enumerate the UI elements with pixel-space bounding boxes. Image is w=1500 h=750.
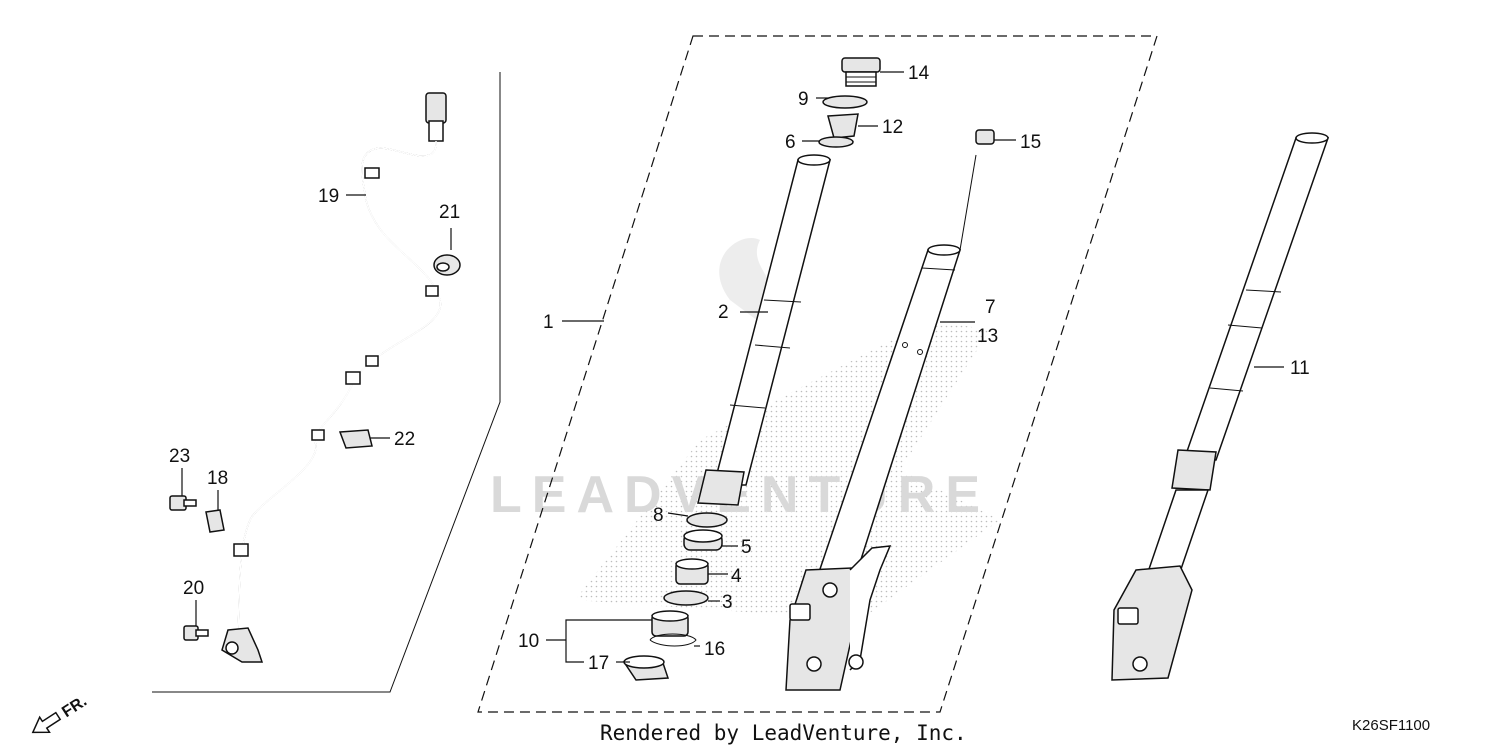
seal-set-bushing (651, 610, 689, 637)
seal-17 (622, 655, 670, 681)
clamp-21 (433, 254, 461, 276)
callout-numbers: 1 2 3 4 5 6 7 8 9 10 11 12 13 14 15 16 1… (169, 63, 1310, 674)
callout-22: 22 (394, 429, 415, 450)
direction-label: FR. (59, 693, 90, 721)
o-ring-9 (822, 95, 868, 109)
callout-21: 21 (439, 202, 460, 223)
clip-22 (338, 429, 373, 449)
o-ring-6 (818, 136, 854, 148)
callout-9: 9 (798, 89, 809, 110)
callout-1: 1 (543, 312, 554, 333)
callout-15: 15 (1020, 132, 1041, 153)
clip-16 (649, 633, 697, 647)
nut-18 (205, 509, 225, 533)
slide-bushing-4 (675, 558, 709, 585)
callout-4: 4 (731, 566, 742, 587)
direction-arrow-icon (31, 711, 62, 734)
bolt-23 (169, 495, 197, 511)
callout-10: 10 (518, 631, 539, 652)
callout-5: 5 (741, 537, 752, 558)
callout-13: 13 (977, 326, 998, 347)
callout-14: 14 (908, 63, 930, 84)
callout-19: 19 (318, 186, 339, 207)
leader-lines (181, 71, 1284, 663)
callout-6: 6 (785, 132, 796, 153)
callout-11: 11 (1290, 358, 1310, 379)
back-up-ring-3 (663, 590, 709, 606)
callout-17: 17 (588, 653, 609, 674)
inner-tube-slider (785, 154, 977, 691)
bushing-12 (827, 113, 859, 139)
diagram-code: K26SF1100 (1352, 717, 1430, 734)
front-direction-indicator: FR. (31, 693, 90, 734)
callout-3: 3 (722, 592, 733, 613)
callout-2: 2 (718, 302, 729, 323)
spacer-15 (975, 129, 995, 145)
dust-seal-8 (686, 512, 728, 528)
callout-18: 18 (207, 468, 228, 489)
outer-tube (697, 154, 831, 506)
left-panel-border (152, 72, 501, 693)
bolt-20 (183, 625, 209, 641)
fork-assembly-boundary (477, 35, 1158, 713)
render-credit: Rendered by LeadVenture, Inc. (600, 721, 967, 745)
callout-12: 12 (882, 117, 903, 138)
callout-16: 16 (704, 639, 725, 660)
abs-sensor-wire (221, 92, 447, 663)
fork-cap (841, 57, 881, 87)
oil-seal-5 (683, 529, 723, 551)
callout-23: 23 (169, 446, 190, 467)
callout-7: 7 (985, 297, 996, 318)
callout-8: 8 (653, 505, 664, 526)
callout-20: 20 (183, 578, 204, 599)
complete-fork (1111, 132, 1330, 681)
